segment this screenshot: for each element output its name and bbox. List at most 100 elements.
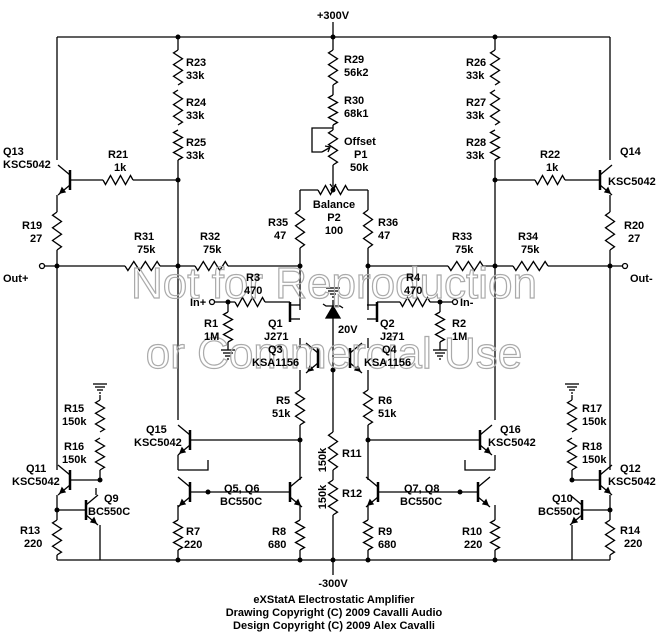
r20-symbol [604,211,616,251]
r27-name: R27 [466,97,486,109]
q2-name: Q2 [380,318,395,330]
r4-symbol [399,296,431,308]
r17-symbol [566,399,578,433]
r29-symbol [327,49,339,86]
r34-symbol [512,260,549,272]
q5-q6b-symbol [288,476,303,508]
r35-value: 47 [274,230,286,242]
q14-symbol [598,164,613,196]
r27-symbol [489,89,501,126]
r2-symbol [434,311,446,343]
p2-name: P2 [327,212,340,224]
q3-name: Q3 [268,344,283,356]
wiring [42,22,625,575]
r5-name: R5 [276,395,290,407]
q15-part: KSC5042 [134,437,182,449]
q16-symbol [478,424,493,456]
out-plus-label: Out+ [3,273,28,285]
r16-name: R16 [64,441,84,453]
r19-name: R19 [22,220,42,232]
r21-value: 1k [114,162,127,174]
r31-name: R31 [134,231,154,243]
q12-part: KSC5042 [608,476,656,488]
r6-value: 51k [378,408,397,420]
r7-symbol [172,519,184,551]
r34-value: 75k [521,244,540,256]
r26-value: 33k [466,70,485,82]
q56-name: Q5, Q6 [224,483,259,495]
r24-name: R24 [186,97,207,109]
q15-symbol [177,424,192,456]
q3-symbol [305,342,320,374]
in-minus-terminal [451,298,459,306]
r5-value: 51k [272,408,291,420]
r2-name: R2 [452,318,466,330]
q1-name: Q1 [268,318,283,330]
r6-symbol [362,389,374,426]
q3-part: KSA1156 [252,357,299,369]
watermark-line1: Not for Reproduction [131,259,537,308]
r23-value: 33k [186,70,205,82]
r23-name: R23 [186,57,206,69]
r27-value: 33k [466,110,485,122]
q12-symbol [598,464,613,496]
r35-name: R35 [268,217,288,229]
r10-name: R10 [462,526,482,538]
q10-part: BC550C [538,506,580,518]
r26-name: R26 [466,57,486,69]
r34-name: R34 [518,231,539,243]
q1-part: J271 [264,331,288,343]
q11-name: Q11 [26,463,46,475]
q78-part: BC550C [400,496,442,508]
in-plus-label: In+ [190,297,206,309]
q9-symbol [84,494,99,526]
r26-symbol [489,49,501,86]
q78-name: Q7, Q8 [404,483,439,495]
r9-symbol [362,519,374,551]
r22-value: 1k [546,162,559,174]
r8-symbol [294,519,306,551]
r9-name: R9 [378,526,392,538]
r12-value: 150k [317,484,329,509]
r12-symbol [327,479,339,516]
out-minus-terminal [621,262,629,270]
resistor-symbols [51,49,616,556]
q13-name: Q13 [3,146,24,158]
r3-name: R3 [246,272,260,284]
q16-name: Q16 [500,424,521,436]
r36-value: 47 [378,230,390,242]
r18-symbol [566,437,578,471]
r25-symbol [172,129,184,161]
r8-name: R8 [272,526,286,538]
r4-name: R4 [406,272,421,284]
r1-name: R1 [204,318,218,330]
r3-symbol [234,296,266,308]
transistor-symbols [57,164,613,526]
p2-symbol [317,184,349,196]
r33-symbol [447,260,484,272]
r21-name: R21 [108,149,128,161]
q10-name: Q10 [552,493,573,505]
q14-part: KSC5042 [608,176,656,188]
r25-name: R25 [186,137,206,149]
r13-value: 220 [24,538,42,550]
p2-value: 100 [325,225,343,237]
r31-value: 75k [137,244,156,256]
r18-name: R18 [582,441,602,453]
watermark-line2: or Commercial Use [146,329,523,378]
q9-name: Q9 [104,493,119,505]
zener-value: 20V [338,324,358,336]
rail-positive-label: +300V [317,10,350,22]
r2-value: 1M [452,331,467,343]
q7-q8b-symbol [476,476,491,508]
r29-name: R29 [344,54,364,66]
r31-symbol [124,260,161,272]
r19-value: 27 [30,233,42,245]
r36-name: R36 [378,217,398,229]
r3-value: 470 [244,285,262,297]
pot-wipers [321,145,337,190]
credit-design: Design Copyright (C) 2009 Alex Cavalli [233,620,435,632]
r29-value: 56k2 [344,67,368,79]
out-minus-label: Out- [630,273,653,285]
